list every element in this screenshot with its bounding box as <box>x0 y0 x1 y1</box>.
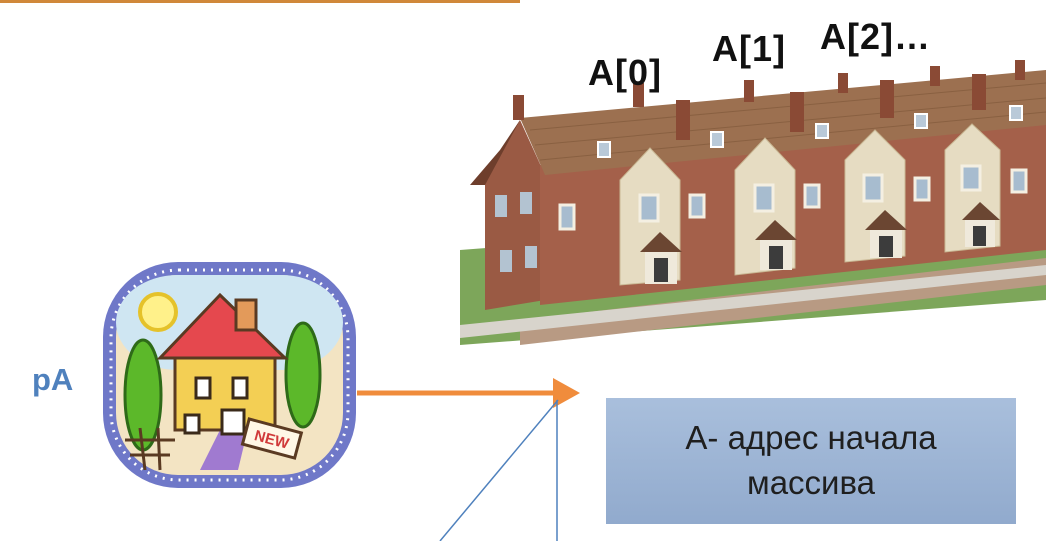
array-element-label-0: A[0] <box>588 52 662 93</box>
array-element-label-2: A[2]… <box>820 16 931 57</box>
top-divider-line <box>0 0 520 3</box>
array-element-label-1: A[1] <box>712 28 786 69</box>
pointer-label: pA <box>32 362 74 397</box>
leader-line-diagonal <box>439 399 559 541</box>
pointer-arrow-head <box>553 378 580 408</box>
row-houses-illustration <box>460 60 1046 345</box>
array-address-callout: А- адрес начала массива <box>606 398 1016 524</box>
cartoon-house-illustration: NEW <box>103 262 356 488</box>
callout-line-1: А- адрес начала <box>685 419 937 457</box>
callout-line-2: массива <box>747 464 875 501</box>
